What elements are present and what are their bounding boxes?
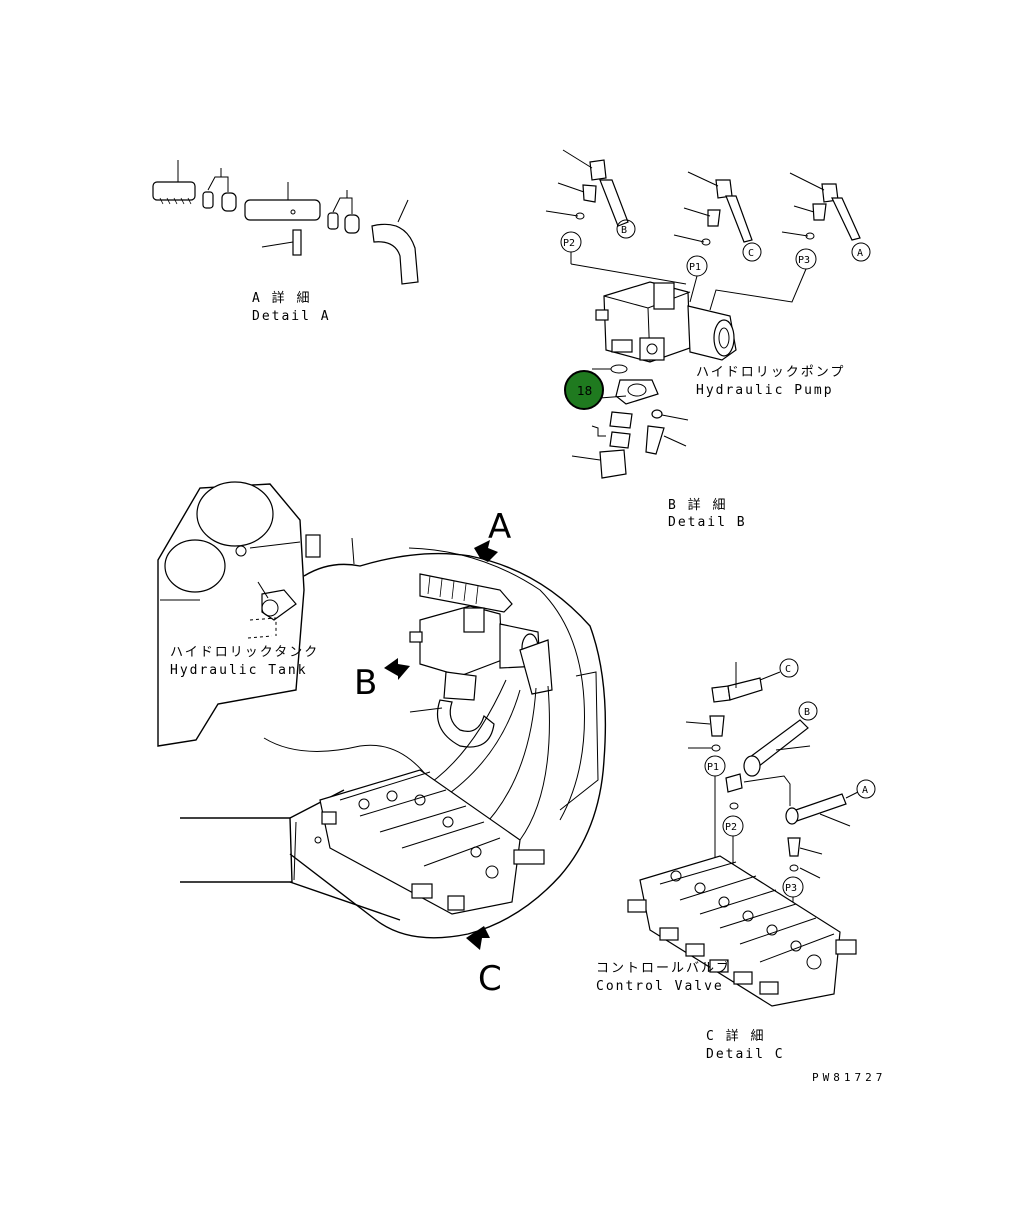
main-control-valve xyxy=(319,769,545,915)
valve-label-jp: コントロールバルブ xyxy=(596,960,731,976)
ref-c-c: C xyxy=(785,664,791,675)
ref-b-top: B xyxy=(621,225,627,236)
ref-p3-c: P3 xyxy=(785,883,797,894)
fitting-b3 xyxy=(715,179,733,199)
ref-p3-b: P3 xyxy=(798,255,810,266)
main-pump xyxy=(409,605,553,701)
arrow-a xyxy=(474,540,498,562)
detail-b-title-en: Detail B xyxy=(668,515,747,530)
clamp-b2 xyxy=(609,431,631,449)
flange-b xyxy=(615,379,659,405)
detail-b-title-jp: B 詳 細 xyxy=(668,497,727,513)
ref-c-top: C xyxy=(748,248,754,259)
arrow-b xyxy=(384,658,410,680)
bolt-b xyxy=(645,425,665,455)
fitting-b1 xyxy=(589,159,607,181)
ref-p1-c: P1 xyxy=(707,762,719,773)
washer-b xyxy=(651,409,663,419)
clamp-a2 xyxy=(221,192,237,212)
tank-label-jp: ハイドロリックタンク xyxy=(170,645,319,660)
valve-label-en: Control Valve xyxy=(596,979,724,994)
fitting-c2 xyxy=(709,715,725,737)
main-assembly-group: ハイドロリックタンク Hydraulic Tank xyxy=(157,481,607,999)
main-suction-hose xyxy=(436,699,495,748)
hose-b3 xyxy=(831,197,861,241)
hose-segment-a1 xyxy=(152,181,196,201)
hose-c1 xyxy=(727,677,763,701)
drawing-code: PW81727 xyxy=(812,1071,886,1084)
ref-p1-b: P1 xyxy=(689,262,701,273)
clamp-b xyxy=(609,411,633,429)
arrow-a-label: A xyxy=(488,507,511,547)
detail-c-title-en: Detail C xyxy=(706,1047,785,1062)
control-valve-body xyxy=(627,855,857,1007)
detail-a-title-en: Detail A xyxy=(252,309,331,324)
detail-b-group: B P2 C P1 A P3 xyxy=(545,149,871,530)
ref-b-c: B xyxy=(804,707,810,718)
ref-p2-c: P2 xyxy=(725,822,737,833)
fitting-b2 xyxy=(582,184,597,203)
detail-c-group: C P1 B P2 A P3 xyxy=(596,658,876,1062)
callout-badge-18-label: 18 xyxy=(577,384,592,398)
arrow-c xyxy=(466,926,490,950)
fitting-b6 xyxy=(812,203,827,221)
clamp-a3 xyxy=(327,212,339,230)
detail-c-title-jp: C 詳 細 xyxy=(706,1028,765,1044)
hose-b1 xyxy=(599,179,629,227)
fitting-c3 xyxy=(787,837,801,857)
elbow-hose-a xyxy=(371,223,419,285)
fitting-c1 xyxy=(711,685,731,703)
main-hose-top xyxy=(419,573,513,613)
pump-label-jp: ハイドロリックポンプ xyxy=(696,365,845,380)
ref-a-c: A xyxy=(862,785,868,796)
pump-label-en: Hydraulic Pump xyxy=(696,383,834,398)
tank-label-en: Hydraulic Tank xyxy=(170,663,308,678)
clamp-a4 xyxy=(344,214,360,234)
arrow-c-label: C xyxy=(478,959,502,999)
hose-b4 xyxy=(599,449,627,479)
hydraulic-pump-body xyxy=(595,281,737,363)
lower-frame-left xyxy=(180,817,293,883)
o-ring-b xyxy=(610,364,628,374)
callout-badge-18[interactable] xyxy=(564,370,604,410)
fitting-a xyxy=(292,229,302,256)
detail-a-group: A 詳 細 Detail A xyxy=(152,160,419,324)
detail-a-title-jp: A 詳 細 xyxy=(252,290,311,306)
hydraulic-tank xyxy=(157,481,321,747)
fitting-b4 xyxy=(707,209,721,227)
arrow-b-label: B xyxy=(354,663,377,703)
elbow-c xyxy=(725,773,743,793)
ref-p2-b: P2 xyxy=(563,238,575,249)
clamp-a1 xyxy=(202,191,214,209)
tube-a xyxy=(244,199,321,221)
ref-a-top: A xyxy=(857,248,863,259)
hose-b2 xyxy=(725,195,753,243)
